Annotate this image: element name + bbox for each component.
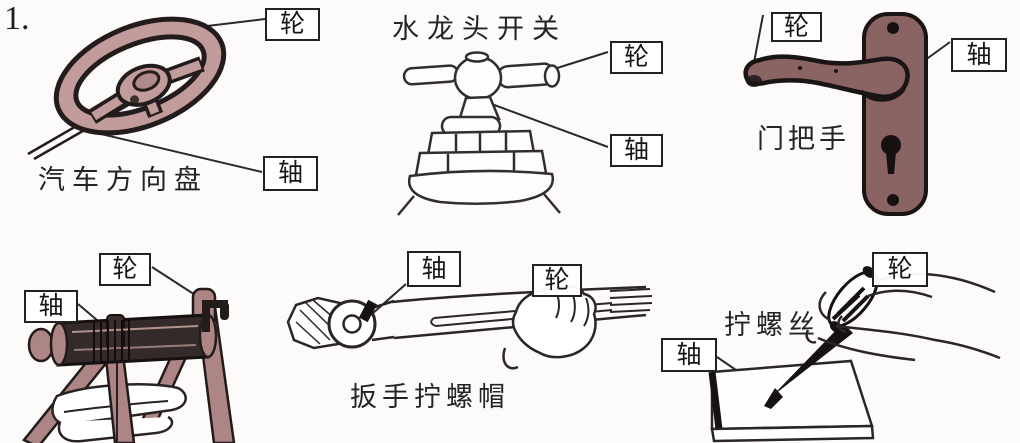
caption-faucet: 水龙头开关 bbox=[392, 14, 567, 44]
caption-door-handle: 门把手 bbox=[757, 124, 850, 154]
plate-screw-top bbox=[887, 22, 899, 34]
windlass-axle-label: 轴 bbox=[24, 290, 78, 323]
faucet-wheel-label: 轮 bbox=[610, 41, 663, 74]
rope-wraps bbox=[93, 319, 130, 362]
faucet-ball bbox=[453, 55, 503, 101]
door-handle-illustration bbox=[743, 12, 951, 216]
board-top bbox=[710, 359, 874, 431]
screwdriver-wheel-label: 轮 bbox=[872, 252, 928, 287]
thumb-curl bbox=[502, 347, 519, 370]
screwdriver-illustration bbox=[708, 266, 1001, 443]
screwdriver-blade bbox=[770, 323, 853, 398]
faucet-base bbox=[407, 169, 555, 206]
steering-wheel-ring bbox=[53, 16, 227, 136]
axle-knob bbox=[27, 327, 55, 363]
screwdriver-axle-label: 轴 bbox=[661, 338, 717, 372]
question-number: 1. bbox=[4, 0, 30, 37]
nut-center bbox=[342, 314, 362, 334]
crank-handle bbox=[202, 300, 229, 332]
door-handle-wheel-label: 轮 bbox=[771, 12, 822, 42]
leader-line bbox=[83, 129, 263, 173]
faucet-handle-end bbox=[543, 64, 561, 88]
caption-screwdriver: 拧螺丝 bbox=[724, 310, 820, 340]
board-edge bbox=[710, 424, 875, 443]
wrench-axle-label: 轴 bbox=[407, 251, 461, 287]
wrench-wheel-label: 轮 bbox=[532, 264, 582, 297]
steering-wheel-illustration bbox=[27, 16, 266, 173]
wrench-handle-top bbox=[391, 285, 647, 304]
steering-wheel-wheel-label: 轮 bbox=[265, 8, 320, 41]
faucet-stem bbox=[457, 95, 501, 123]
faucet-illustration bbox=[397, 51, 609, 216]
leader-line bbox=[488, 102, 609, 148]
leader-line bbox=[553, 51, 609, 70]
caption-wrench: 扳手拧螺帽 bbox=[350, 382, 510, 412]
screw bbox=[764, 388, 783, 409]
faucet-axle-label: 轴 bbox=[610, 134, 663, 167]
windlass-wheel-label: 轮 bbox=[99, 253, 151, 286]
gripping-hand bbox=[511, 285, 597, 359]
steering-wheel-axle-label: 轴 bbox=[263, 156, 318, 191]
plate-screw-bottom bbox=[887, 194, 899, 206]
faucet-handle-left bbox=[402, 64, 460, 86]
door-plate bbox=[862, 12, 928, 216]
windlass-drum bbox=[56, 313, 210, 367]
door-lever bbox=[743, 54, 910, 99]
windlass-illustration bbox=[22, 266, 236, 443]
keyhole bbox=[881, 135, 901, 155]
wrench-illustration bbox=[286, 283, 653, 370]
caption-steering-wheel: 汽车方向盘 bbox=[38, 165, 208, 195]
door-handle-axle-label: 轴 bbox=[951, 38, 1007, 72]
